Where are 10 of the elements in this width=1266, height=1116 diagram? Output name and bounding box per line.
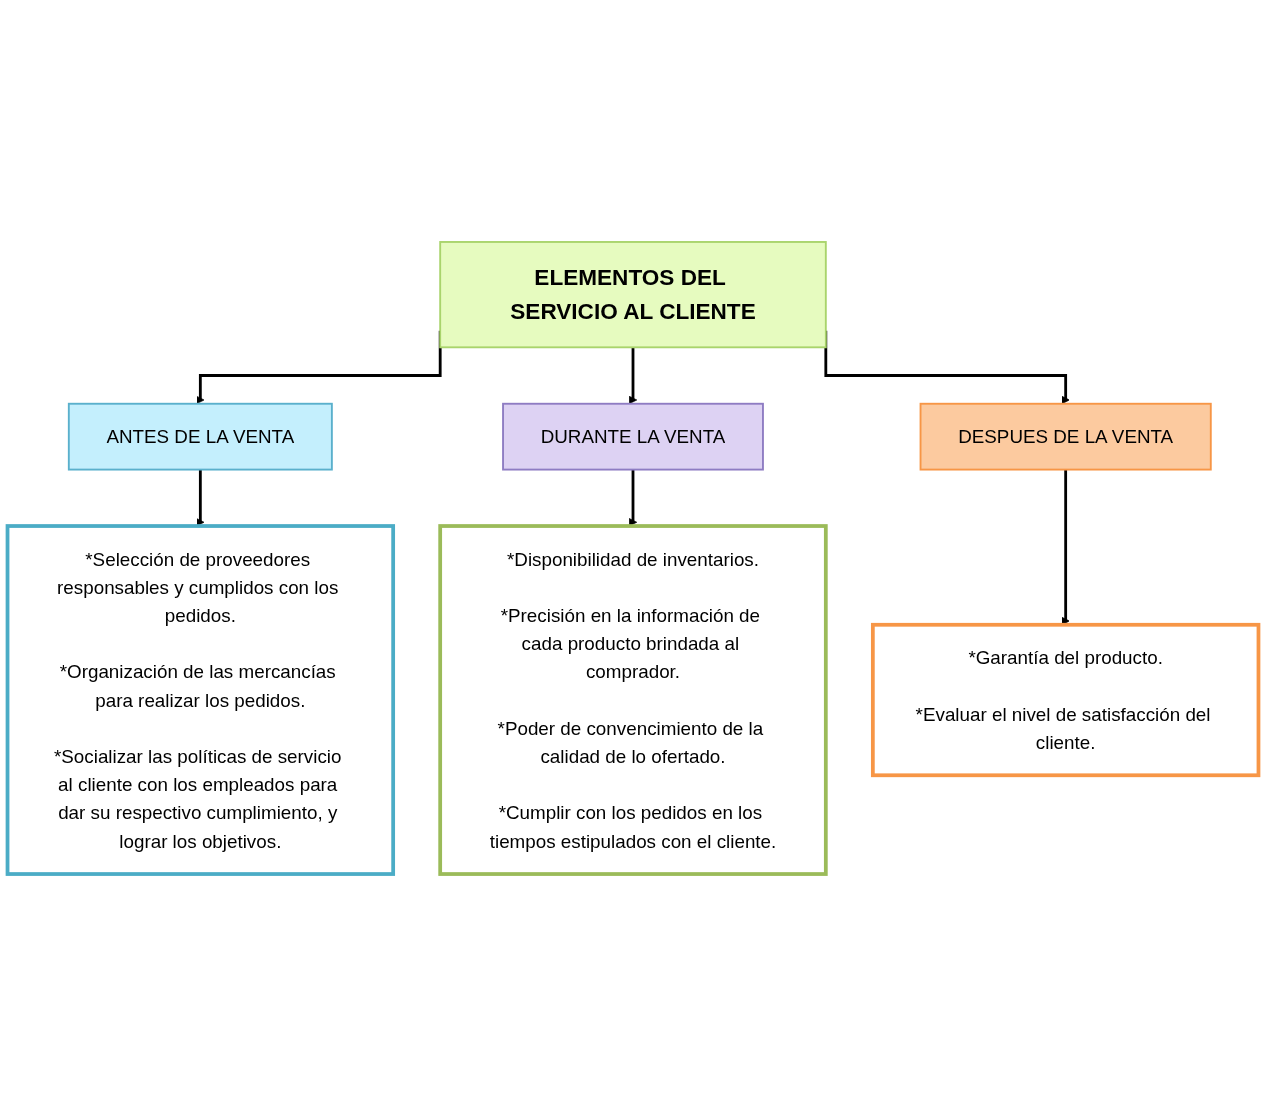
node-box: DESPUES DE LA VENTA — [919, 402, 1212, 471]
node-box: ELEMENTOS DEL SERVICIO AL CLIENTE — [439, 241, 827, 349]
node-box: ANTES DE LA VENTA — [67, 402, 333, 471]
node-box: *Disponibilidad de inventarios. *Precisión en la información de cada producto brindada al comprador. *Poder de convencimiento de la calidad de lo ofertado. *Cumplir con los pedidos en los tiempos estipulados con el cliente. — [438, 524, 828, 876]
arrow — [196, 469, 205, 527]
arrow — [628, 469, 638, 527]
node-box: DURANTE LA VENTA — [502, 402, 764, 471]
node-box: *Selección de proveedores responsables y cumplidos con los pedidos. *Organización de las mercancías para realizar los pedidos. *Socializar las políticas de servicio al cliente con los empleados para dar su respectivo cumplimiento, y lograr los objetivos. — [5, 524, 396, 876]
node-box: *Garantía del producto. *Evaluar el nivel de satisfacción del cliente. — [870, 622, 1261, 778]
arrow — [628, 347, 638, 405]
